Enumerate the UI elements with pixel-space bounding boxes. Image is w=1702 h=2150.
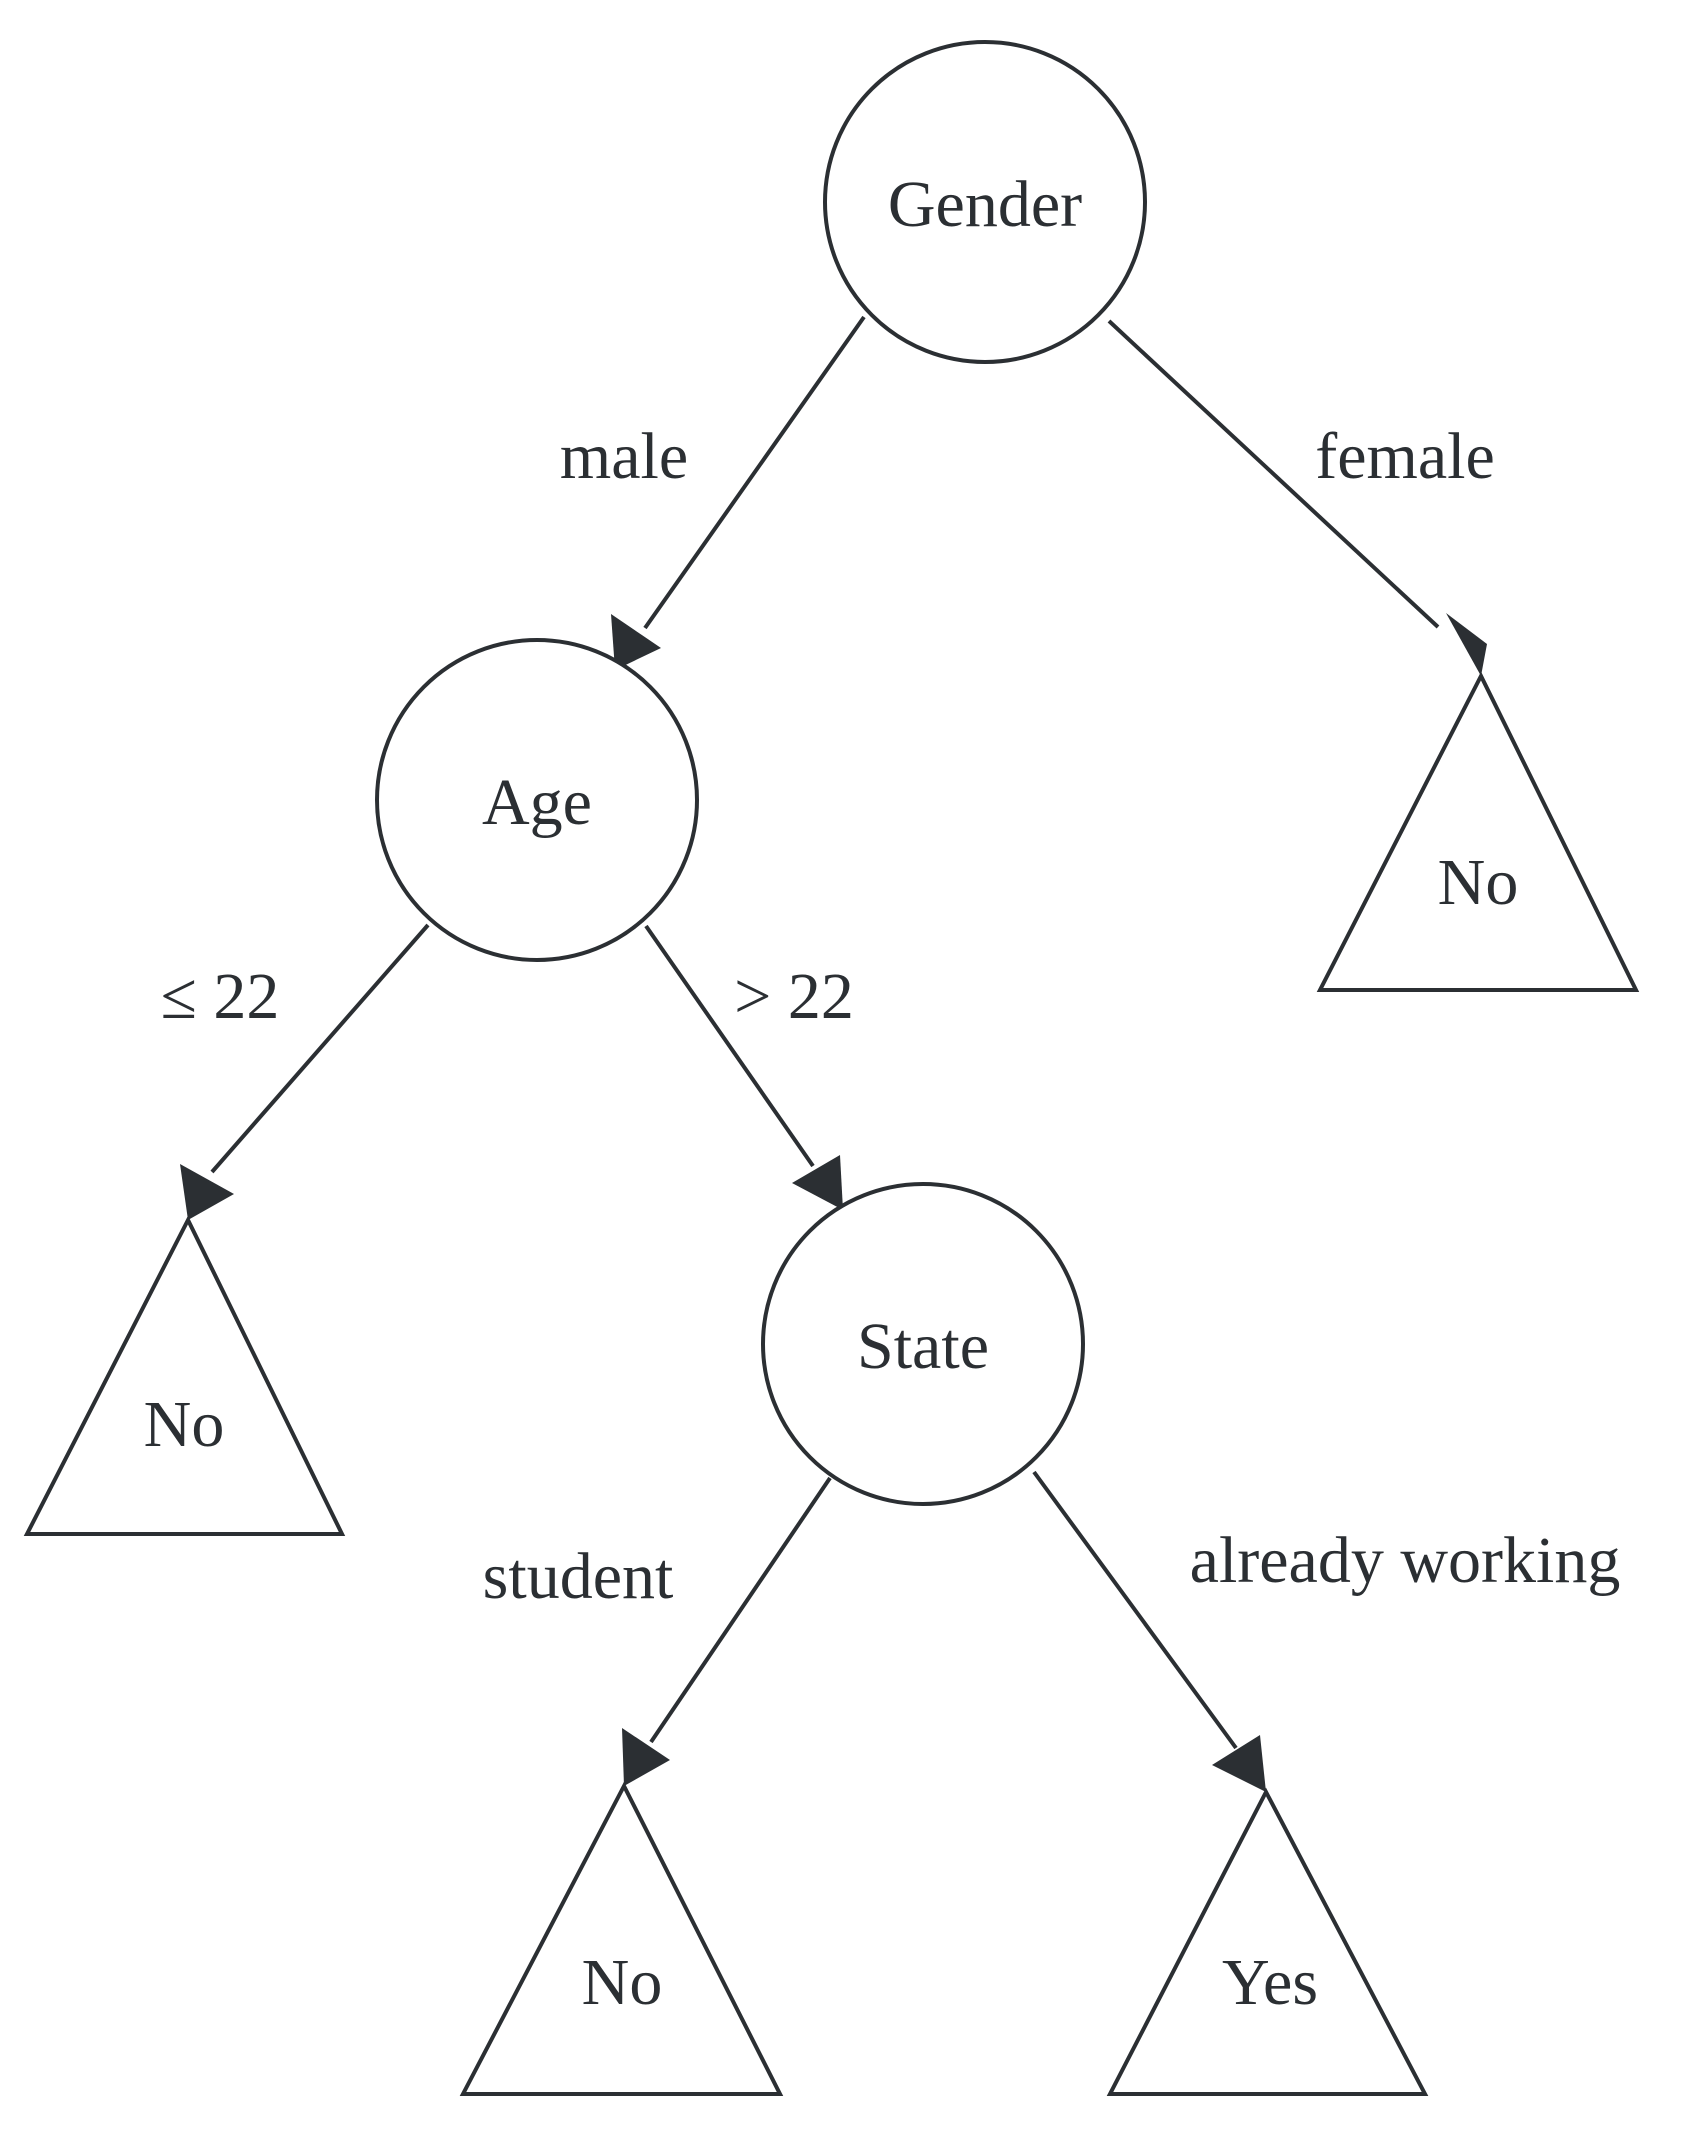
leaf-label-working-yes: Yes (1222, 1946, 1318, 2019)
edges (180, 315, 1487, 1792)
edge-gender-female (1107, 319, 1487, 676)
leaf-label-age-le22-no: No (144, 1388, 225, 1461)
arrowhead (1446, 613, 1487, 676)
node-label-state: State (857, 1310, 989, 1383)
arrowhead (622, 1728, 670, 1786)
edge-gender-male (611, 315, 866, 670)
leaf-node-working-yes: Yes (1106, 1787, 1429, 2096)
leaf-label-female-no: No (1438, 846, 1519, 919)
decision-node-gender: Gender (823, 40, 1147, 364)
edge-age-le22 (180, 923, 430, 1220)
edge-label-age-le22: ≤ 22 (161, 960, 280, 1033)
leaf-node-student-no: No (459, 1781, 784, 2096)
leaf-node-female-no: No (1316, 671, 1640, 992)
edge-age-gt22 (644, 924, 843, 1210)
leaf-label-student-no: No (582, 1946, 663, 2019)
edge-label-student: student (483, 1540, 674, 1613)
node-label-gender: Gender (888, 168, 1082, 241)
edge-state-student (622, 1476, 832, 1786)
arrowhead (792, 1155, 843, 1210)
edge-labels: male female ≤ 22 > 22 student already wo… (161, 420, 1621, 1613)
arrowhead (611, 614, 661, 670)
node-label-age: Age (482, 766, 592, 839)
decision-node-state: State (761, 1182, 1085, 1506)
edge-label-age-gt22: > 22 (734, 960, 854, 1033)
edge-label-already-working: already working (1190, 1524, 1621, 1597)
edge-label-male: male (560, 420, 688, 493)
arrowhead (1212, 1735, 1266, 1792)
decision-node-age: Age (375, 638, 699, 962)
arrowhead (180, 1164, 234, 1220)
edge-label-female: female (1315, 420, 1495, 493)
edge-state-working (1032, 1470, 1266, 1792)
leaf-node-age-le22-no: No (23, 1215, 346, 1536)
